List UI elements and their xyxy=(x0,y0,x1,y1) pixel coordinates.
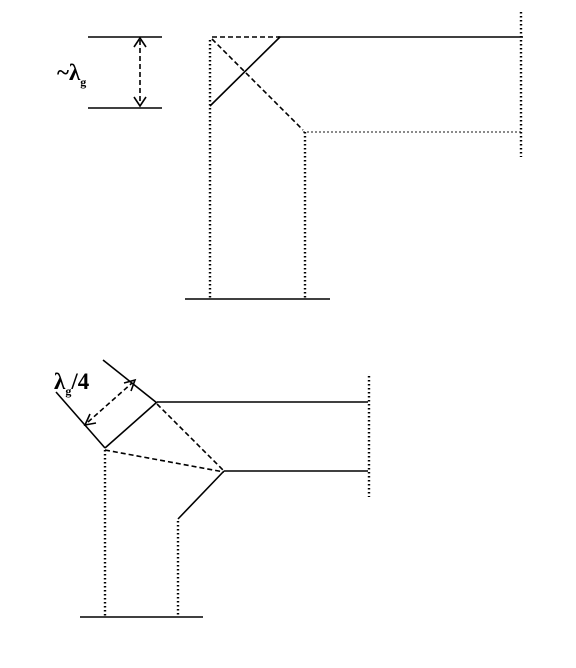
inner-miter-line xyxy=(177,470,225,520)
miter-cut-line xyxy=(209,36,281,107)
inner-dashed-reference xyxy=(104,449,225,473)
dimension-arrowhead-2 xyxy=(123,378,137,392)
double-bend: λg/4 xyxy=(54,359,371,618)
dimension-label-top: ~λg xyxy=(57,60,86,89)
mitered-bend: ~λg xyxy=(57,12,523,300)
dimension-label-bottom: λg/4 xyxy=(54,369,90,398)
dimension-arrowhead-down xyxy=(133,96,147,108)
outer-bend-dashed xyxy=(156,403,225,472)
outer-miter-line xyxy=(104,401,158,449)
reference-diagonal xyxy=(211,38,304,131)
dimension-arrowhead-1 xyxy=(83,413,97,427)
dimension-arrow-line-2 xyxy=(87,382,133,423)
dimension-tick-bottom xyxy=(55,391,106,449)
dimension-arrowhead-up xyxy=(133,36,147,48)
